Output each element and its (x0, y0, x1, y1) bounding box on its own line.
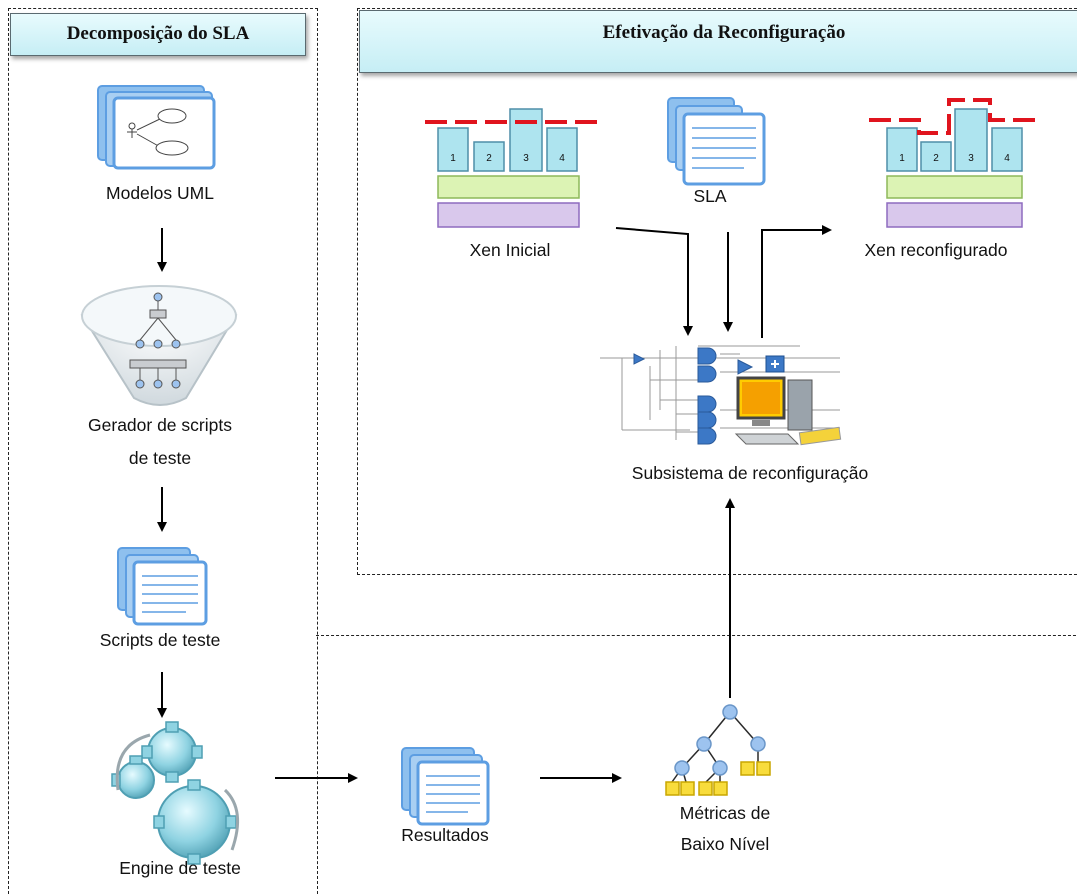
sla-decomposition-region-extension (316, 60, 1077, 636)
xen-initial-icon (425, 108, 598, 228)
low-level-metrics-label-line2: Baixo Nível (680, 834, 770, 854)
flow-arrows (157, 225, 832, 783)
test-engine-icon (111, 721, 240, 865)
xen-reconfigured-bar-label-1: 1 (899, 153, 905, 164)
arrow-subsystem-to-xen-reconfigured (761, 225, 832, 338)
xen-reconfigured-bar-label-3: 3 (968, 153, 974, 164)
xen-initial-bar-3 (509, 108, 543, 172)
xen-reconfigured-bar-label-2: 2 (933, 153, 939, 164)
xen-initial-bar-label-1: 1 (450, 153, 456, 164)
reconfiguration-subsystem-icon (600, 345, 842, 446)
arrow-xen-initial-to-subsystem (615, 227, 693, 336)
xen-initial-bar-label-4: 4 (559, 153, 565, 164)
xen-initial-label: Xen Inicial (469, 240, 551, 260)
xen-initial-bar-label-2: 2 (486, 153, 492, 164)
uml-models-icon (97, 85, 216, 170)
xen-reconfigured-icon (869, 98, 1036, 228)
xen-initial-bar-4 (546, 127, 578, 172)
results-icon (401, 747, 490, 826)
sla-decomposition-title: Decomposição do SLA (66, 23, 250, 44)
xen-reconfigured-bar-1 (886, 127, 918, 172)
uml-models-label: Modelos UML (106, 183, 214, 203)
xen-reconfigured-bar-4 (991, 127, 1023, 172)
xen-initial-bar-2 (473, 141, 505, 172)
reconfiguration-region (357, 8, 1077, 575)
reconfiguration-title: Efetivação da Reconfiguração (602, 22, 846, 43)
script-generator-label-line1: Gerador de scripts (88, 415, 232, 435)
xen-reconfigured-bar-3 (954, 108, 988, 172)
results-label: Resultados (401, 825, 489, 845)
reconfiguration-subsystem-label: Subsistema de reconfiguração (631, 463, 869, 483)
xen-initial-bar-1 (437, 127, 469, 172)
xen-reconfigured-bar-2 (920, 141, 952, 172)
xen-reconfigured-label: Xen reconfigurado (864, 240, 1008, 260)
xen-reconfigured-bar-label-4: 4 (1004, 153, 1010, 164)
low-level-metrics-label-line1: Métricas de (679, 803, 771, 823)
xen-initial-bar-label-3: 3 (523, 153, 529, 164)
low-level-metrics-icon (665, 704, 771, 796)
sla-decomposition-banner: Decomposição do SLA (10, 13, 306, 56)
sla-document-icon (667, 97, 766, 186)
test-scripts-label: Scripts de teste (99, 630, 221, 650)
test-engine-label: Engine de teste (119, 858, 241, 878)
reconfiguration-banner: Efetivação da Reconfiguração (359, 10, 1077, 73)
sla-label: SLA (693, 186, 727, 206)
sla-decomposition-region (8, 8, 318, 894)
test-scripts-icon (117, 547, 208, 626)
script-generator-icon (80, 285, 238, 406)
script-generator-label-line2: de teste (128, 448, 192, 468)
